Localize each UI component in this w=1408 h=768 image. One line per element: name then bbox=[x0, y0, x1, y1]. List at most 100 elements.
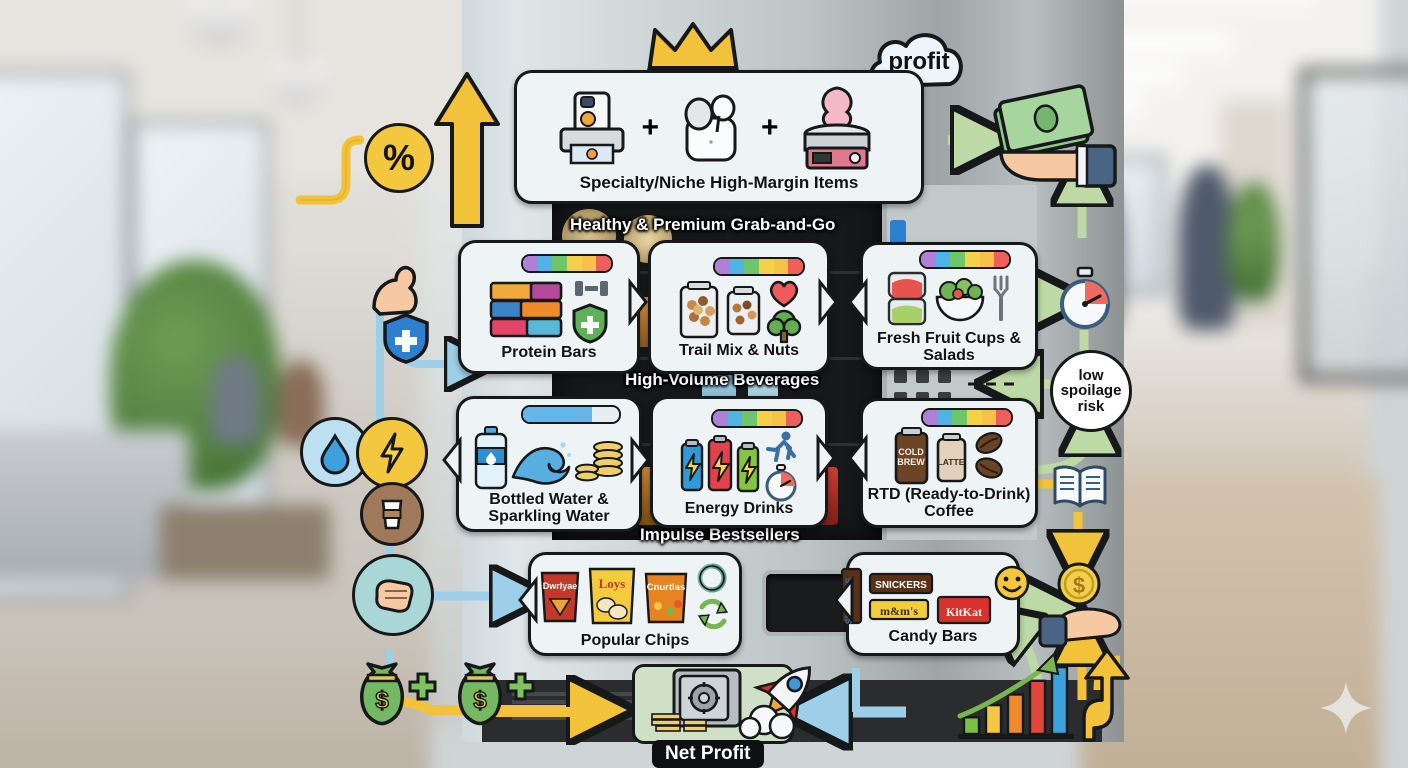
coin-icon: $ bbox=[1057, 562, 1101, 606]
bar-chart-bar bbox=[1028, 679, 1047, 736]
candy-brand-label: m&m's bbox=[880, 604, 918, 618]
rating-meter-blue bbox=[521, 404, 621, 424]
rating-meter-rainbow bbox=[521, 254, 613, 274]
wave-icon bbox=[511, 442, 571, 485]
bar-chart-bar bbox=[962, 716, 981, 736]
cash-in-hand-icon bbox=[993, 84, 1117, 188]
energy-can-icon bbox=[707, 435, 732, 492]
fork-icon bbox=[993, 275, 1009, 321]
chips-bag-icon: Dwrlyae bbox=[540, 571, 580, 622]
bar-chart-bar bbox=[1050, 665, 1069, 736]
svg-text:COLD: COLD bbox=[898, 447, 924, 457]
card-fresh-fruit-cups[interactable]: Fresh Fruit Cups & Salads bbox=[860, 242, 1038, 370]
fruit-cups-icon bbox=[887, 271, 927, 325]
money-bag-icon: $ bbox=[458, 662, 535, 726]
book-icon bbox=[1053, 465, 1107, 508]
tree-icon bbox=[766, 309, 802, 343]
card-connector-nub bbox=[442, 435, 462, 485]
svg-text:BREW: BREW bbox=[897, 457, 925, 467]
earbuds-icon bbox=[684, 94, 737, 162]
chips-brand-label: Dwrlyae bbox=[543, 581, 578, 591]
svg-text:LATTE: LATTE bbox=[938, 457, 965, 467]
card-trail-mix[interactable]: Trail Mix & Nuts bbox=[648, 240, 830, 374]
card-candy-bars-label: Candy Bars bbox=[888, 627, 978, 645]
kitkat-icon: KitKat bbox=[936, 595, 992, 624]
chips-brand-label: Cnurtlas bbox=[647, 582, 686, 593]
bar-chart-bar bbox=[1006, 693, 1025, 736]
svg-text:$: $ bbox=[1073, 573, 1085, 598]
coin-in-hand-icon bbox=[1038, 607, 1122, 648]
coffee-bean-icon bbox=[975, 432, 1003, 455]
card-connector-nub bbox=[818, 277, 838, 327]
fist-icon bbox=[352, 554, 434, 636]
rating-meter-rainbow bbox=[921, 407, 1013, 427]
card-specialty[interactable]: + + Specialty/Niche High-Margin Items bbox=[514, 70, 924, 204]
sparkle-ai-watermark bbox=[1320, 682, 1372, 734]
card-energy-drinks-label: Energy Drinks bbox=[684, 499, 794, 517]
net-profit-label: Net Profit bbox=[652, 740, 764, 768]
energy-can-icon bbox=[680, 439, 703, 492]
salad-bowl-icon bbox=[935, 277, 985, 321]
card-popular-chips[interactable]: Dwrlyae Loys Cnurtlas bbox=[528, 552, 742, 656]
stopwatch-icon bbox=[765, 463, 796, 502]
plus-icon: + bbox=[761, 111, 779, 145]
card-connector-nub bbox=[518, 575, 538, 625]
coffee-bean-icon bbox=[975, 457, 1003, 479]
svg-text:$: $ bbox=[473, 687, 487, 714]
card-bottled-water-label: Bottled Water & Sparkling Water bbox=[488, 490, 610, 525]
cold-brew-can-icon: COLD BREW bbox=[894, 426, 929, 485]
mms-pack-icon: m&m's bbox=[868, 598, 930, 620]
card-rtd-coffee-label: RTD (Ready-to-Drink) Coffee bbox=[867, 485, 1031, 520]
health-shield-icon bbox=[572, 303, 608, 344]
section-title-beverages: High-Volume Beverages bbox=[625, 370, 820, 389]
card-connector-nub bbox=[848, 277, 868, 327]
card-energy-drinks[interactable]: Energy Drinks bbox=[650, 396, 828, 528]
card-specialty-label: Specialty/Niche High-Margin Items bbox=[579, 173, 859, 193]
card-connector-nub bbox=[630, 435, 650, 485]
card-protein-bars[interactable]: Protein Bars bbox=[458, 240, 640, 374]
coins-icon bbox=[575, 440, 623, 482]
energy-can-icon bbox=[736, 442, 759, 493]
card-candy-bars[interactable]: SNICKERS SNICKERS m&m's KitKat bbox=[840, 552, 1030, 656]
card-rtd-coffee[interactable]: COLD BREW LATTE RTD (Ready-to-Drink) Cof… bbox=[860, 398, 1038, 528]
medical-shield-icon bbox=[383, 313, 429, 364]
recycle-arrows-icon bbox=[697, 598, 729, 629]
rocket-icon bbox=[738, 666, 811, 740]
section-title-healthy: Healthy & Premium Grab-and-Go bbox=[570, 215, 836, 234]
rating-meter-rainbow bbox=[711, 408, 803, 428]
money-bag-icon: $ bbox=[360, 662, 437, 726]
stopwatch-icon bbox=[1060, 266, 1110, 329]
cotton-candy-machine-icon bbox=[803, 86, 871, 170]
heart-icon bbox=[769, 280, 799, 308]
dumbbell-icon bbox=[575, 281, 608, 297]
coffee-cup-icon bbox=[360, 482, 424, 546]
latte-can-icon: LATTE bbox=[936, 432, 967, 483]
low-spoilage-risk-bubble: low spoilage risk bbox=[1050, 350, 1132, 432]
card-trail-mix-label: Trail Mix & Nuts bbox=[678, 341, 800, 359]
rating-meter-rainbow bbox=[919, 249, 1011, 269]
low-spoilage-risk-label: low spoilage risk bbox=[1060, 367, 1122, 415]
ring-progress-icon bbox=[697, 563, 727, 593]
card-protein-bars-label: Protein Bars bbox=[501, 344, 597, 362]
card-connector-nub bbox=[628, 277, 648, 327]
bar-chart-icon bbox=[957, 651, 1074, 739]
muscle-icon bbox=[372, 265, 418, 316]
card-connector-nub bbox=[834, 575, 854, 625]
candy-brand-label: SNICKERS bbox=[875, 580, 927, 591]
rating-meter-rainbow bbox=[713, 256, 805, 276]
trail-mix-bag-icon bbox=[726, 286, 761, 336]
up-arrow-icon bbox=[1082, 648, 1130, 742]
printer-icon bbox=[559, 91, 625, 165]
card-popular-chips-label: Popular Chips bbox=[580, 631, 690, 649]
up-arrow-icon bbox=[434, 72, 500, 228]
chips-brand-label: Loys bbox=[599, 576, 626, 591]
card-fresh-fruit-cups-label: Fresh Fruit Cups & Salads bbox=[876, 329, 1021, 364]
candy-brand-label: KitKat bbox=[946, 605, 982, 619]
trail-mix-bag-icon bbox=[679, 281, 719, 339]
card-bottled-water[interactable]: Bottled Water & Sparkling Water bbox=[456, 396, 642, 532]
safe-vault-icon bbox=[651, 668, 742, 732]
candy-bar-icon: SNICKERS bbox=[868, 572, 934, 594]
smiley-icon bbox=[994, 565, 1030, 600]
lightning-bolt-icon bbox=[356, 417, 428, 489]
